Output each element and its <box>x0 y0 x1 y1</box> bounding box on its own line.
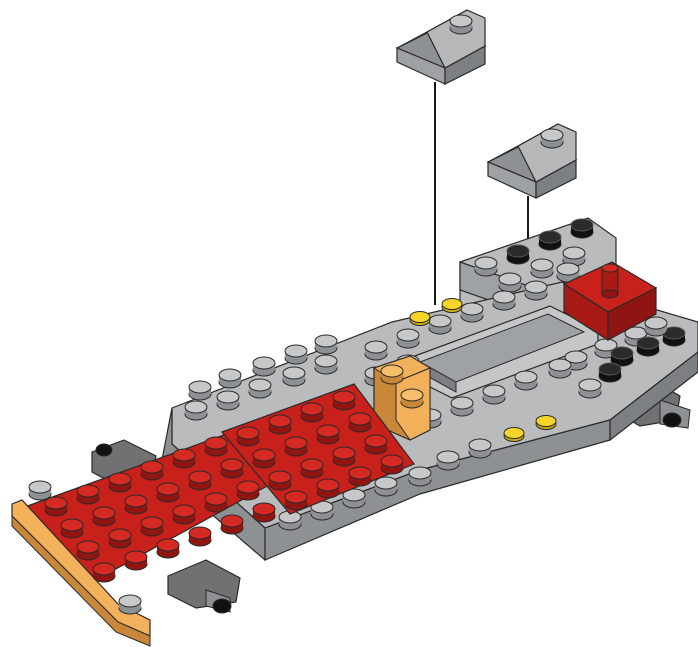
slope-brick-left <box>397 10 485 84</box>
slope-brick-right <box>488 124 576 198</box>
axle-holder-left-front <box>168 560 240 613</box>
